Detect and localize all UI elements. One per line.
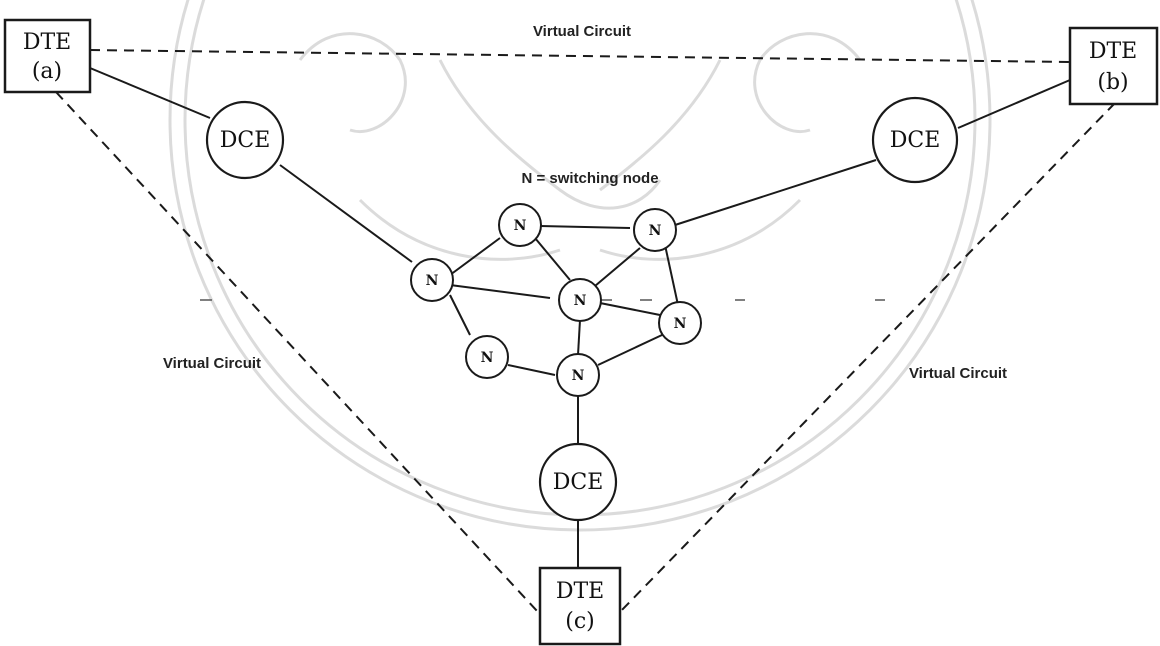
switching-node: N [556, 353, 600, 397]
dte-c-box: DTE (c) [538, 566, 622, 646]
dte-b-sublabel: (b) [1097, 70, 1128, 95]
virtual-circuit-right-label: Virtual Circuit [909, 365, 1007, 382]
virtual-circuit-left-label: Virtual Circuit [163, 355, 261, 372]
dte-a-box: DTE (a) [3, 18, 92, 94]
dce-bottom-label: DCE [553, 470, 604, 495]
dce-bottom: DCE [538, 442, 618, 522]
dce-left-label: DCE [220, 128, 271, 153]
link-dce-right-node [674, 159, 877, 226]
svg-text:N: N [426, 273, 439, 289]
dce-left: DCE [205, 100, 285, 180]
switching-node-legend: N = switching node [521, 170, 658, 187]
switching-node: N [498, 203, 542, 247]
svg-text:N: N [572, 368, 585, 384]
dce-right: DCE [871, 96, 959, 184]
dte-c-label: DTE [556, 579, 604, 604]
switching-node: N [465, 335, 509, 379]
svg-text:N: N [514, 218, 527, 234]
switching-node: N [558, 278, 602, 322]
link-dce-left-node [279, 164, 413, 263]
switching-mesh [449, 225, 679, 376]
dte-b-box: DTE (b) [1068, 26, 1159, 106]
link-dte-a-dce [89, 67, 211, 119]
dte-b-label: DTE [1089, 39, 1137, 64]
svg-text:N: N [674, 316, 687, 332]
virtual-circuit-right-line [619, 102, 1116, 613]
link-dte-b-dce [957, 79, 1071, 129]
svg-text:N: N [574, 293, 587, 309]
svg-text:N: N [649, 223, 662, 239]
dte-c-sublabel: (c) [565, 609, 595, 634]
dte-a-label: DTE [23, 30, 71, 55]
svg-text:N: N [481, 350, 494, 366]
dte-a-sublabel: (a) [32, 59, 62, 84]
dce-right-label: DCE [890, 128, 941, 153]
switching-node: N [410, 258, 454, 302]
switching-node: N [658, 301, 702, 345]
virtual-circuit-top-line [89, 49, 1071, 63]
virtual-circuit-top-label: Virtual Circuit [533, 23, 631, 40]
switching-node: N [633, 208, 677, 252]
